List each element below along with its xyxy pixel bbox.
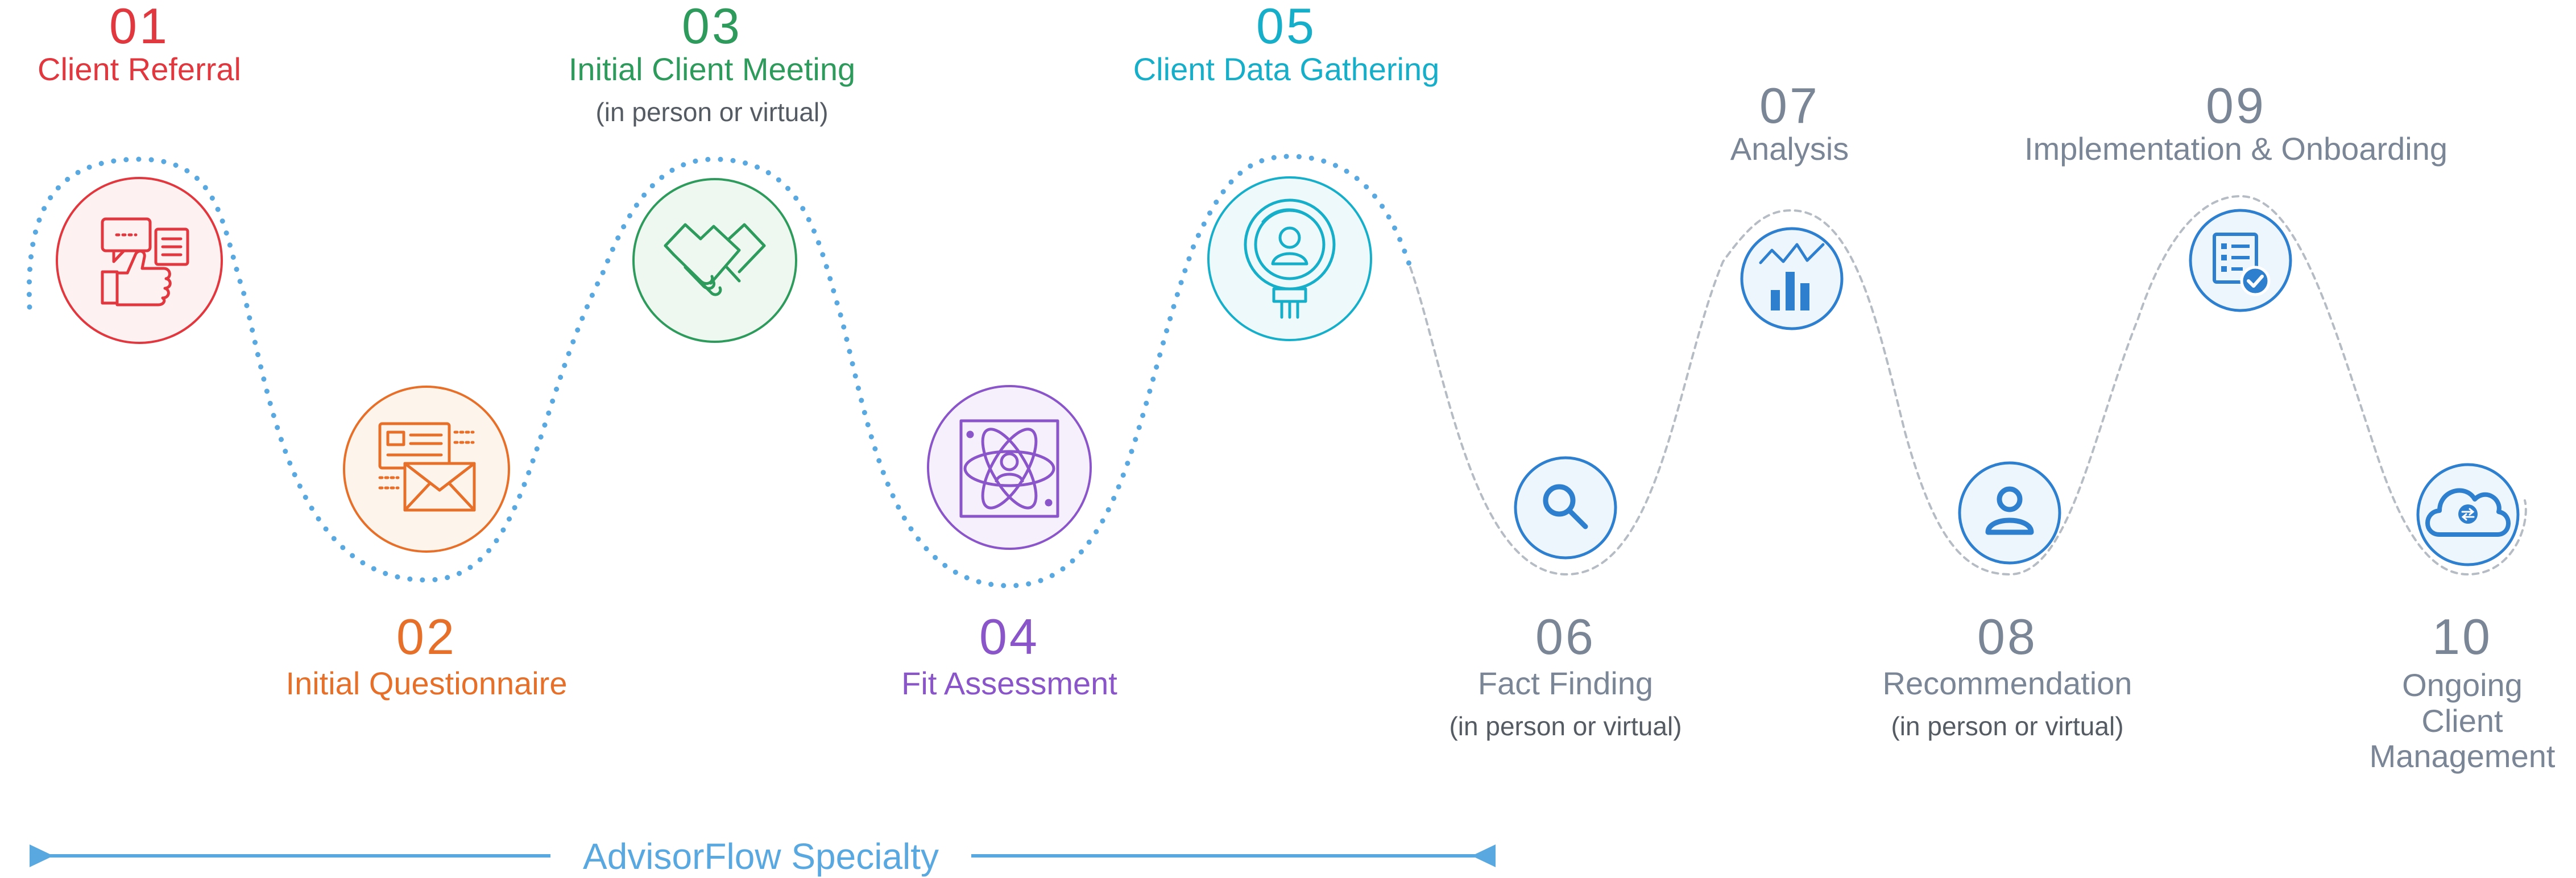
step-08-title: Recommendation bbox=[1882, 665, 2132, 701]
step-07-number: 07 bbox=[1759, 77, 1820, 134]
step-09-number: 09 bbox=[2206, 77, 2266, 134]
step-04-number: 04 bbox=[979, 608, 1039, 665]
envelope-form-icon bbox=[378, 422, 476, 512]
bracket-end-arrow bbox=[1472, 844, 1496, 867]
step-02-title: Initial Questionnaire bbox=[285, 665, 568, 701]
bracket-start-arrow bbox=[30, 844, 53, 867]
step-10-title: Ongoing Client Management bbox=[2369, 667, 2556, 775]
step-02-number: 02 bbox=[396, 608, 457, 665]
step-06-title: Fact Finding bbox=[1477, 665, 1654, 701]
specialty-bracket bbox=[30, 844, 1496, 867]
standard-path bbox=[1409, 194, 2527, 576]
step-09-title: Implementation & Onboarding bbox=[2024, 131, 2447, 167]
step-03-subtitle: (in person or virtual) bbox=[595, 97, 829, 127]
search-icon bbox=[1543, 484, 1588, 529]
step-08-number: 08 bbox=[1977, 608, 2037, 665]
step-01-number: 01 bbox=[109, 0, 169, 54]
step-01-title: Client Referral bbox=[38, 51, 241, 87]
step-03-node bbox=[632, 178, 797, 343]
step-05-node bbox=[1207, 176, 1372, 341]
cloud-sync-icon bbox=[2425, 488, 2511, 537]
step-06-node bbox=[1514, 456, 1617, 560]
step-08-subtitle: (in person or virtual) bbox=[1891, 711, 2124, 741]
step-06-subtitle: (in person or virtual) bbox=[1449, 711, 1682, 741]
person-magnifier-icon bbox=[1244, 198, 1336, 319]
step-07-node bbox=[1740, 227, 1844, 330]
handshake-icon bbox=[664, 223, 766, 296]
bar-chart-icon bbox=[1759, 243, 1825, 310]
user-icon bbox=[1985, 486, 2034, 535]
step-08-node bbox=[1958, 461, 2061, 565]
checklist-icon bbox=[2213, 233, 2271, 296]
step-07-title: Analysis bbox=[1730, 131, 1849, 167]
step-05-title: Client Data Gathering bbox=[1133, 51, 1440, 87]
atom-person-icon bbox=[959, 419, 1059, 518]
step-05-number: 05 bbox=[1256, 0, 1316, 54]
specialty-label: AdvisorFlow Specialty bbox=[583, 836, 939, 877]
step-10-node bbox=[2416, 463, 2520, 566]
step-10-number: 10 bbox=[2432, 608, 2492, 665]
step-01-node bbox=[56, 177, 223, 344]
step-04-title: Fit Assessment bbox=[901, 665, 1117, 701]
step-04-node bbox=[927, 385, 1092, 550]
step-03-number: 03 bbox=[682, 0, 742, 54]
step-09-node bbox=[2189, 209, 2292, 312]
thumbs-up-chat-icon bbox=[101, 217, 189, 307]
step-03-title: Initial Client Meeting bbox=[568, 51, 856, 87]
step-02-node bbox=[343, 386, 510, 553]
step-06-number: 06 bbox=[1535, 608, 1596, 665]
